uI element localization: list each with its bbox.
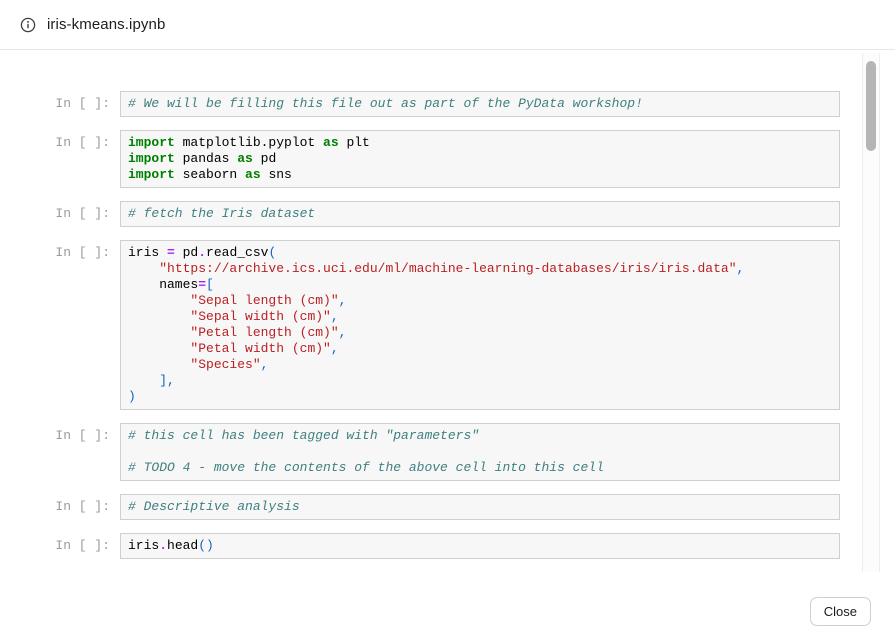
notebook-cell: In [ ]: # We will be filling this file ou… <box>16 91 840 117</box>
cell-input: # this cell has been tagged with "parame… <box>120 423 840 481</box>
info-icon[interactable] <box>20 17 36 33</box>
close-button[interactable]: Close <box>809 597 871 626</box>
dialog-title: iris-kmeans.ipynb <box>47 16 166 33</box>
notebook-cell: In [ ]: # fetch the Iris dataset <box>16 201 840 227</box>
code-line: iris.head() <box>128 538 214 553</box>
scrollbar-thumb[interactable] <box>866 61 876 151</box>
code-line: import seaborn as sns <box>128 167 292 182</box>
code-line: # this cell has been tagged with "parame… <box>128 428 480 443</box>
code-line: import matplotlib.pyplot as plt <box>128 135 370 150</box>
code-line: # fetch the Iris dataset <box>128 206 316 221</box>
code-line: ) <box>128 389 136 404</box>
notebook-cell: In [ ]: iris.head() <box>16 533 840 559</box>
cell-prompt: In [ ]: <box>55 538 110 553</box>
code-line: # TODO 4 - move the contents of the abov… <box>128 460 604 475</box>
scrollbar-track[interactable] <box>862 53 880 572</box>
code-line: names=[ <box>128 277 214 292</box>
cell-prompt: In [ ]: <box>55 96 110 111</box>
code-line <box>128 444 832 460</box>
cell-input: # Descriptive analysis <box>120 494 840 520</box>
notebook-cell: In [ ]: iris = pd.read_csv( "https://arch… <box>16 240 840 410</box>
code-line: "Petal length (cm)", <box>190 325 347 340</box>
notebook-cell: In [ ]: # this cell has been tagged with … <box>16 423 840 481</box>
cell-prompt: In [ ]: <box>55 245 110 260</box>
cell-prompt: In [ ]: <box>55 499 110 514</box>
dialog-header: iris-kmeans.ipynb <box>0 0 895 50</box>
code-line: "Species", <box>190 357 269 372</box>
notebook-cells: In [ ]: # We will be filling this file ou… <box>0 51 895 572</box>
notebook-cell: In [ ]: # Descriptive analysis <box>16 494 840 520</box>
code-line: # We will be filling this file out as pa… <box>128 96 643 111</box>
code-line: iris = pd.read_csv( <box>128 245 277 260</box>
notebook-viewport[interactable]: In [ ]: # We will be filling this file ou… <box>0 51 895 572</box>
code-line: "Sepal width (cm)", <box>190 309 339 324</box>
code-line: "Sepal length (cm)", <box>190 293 347 308</box>
code-line: "https://archive.ics.uci.edu/ml/machine-… <box>159 261 745 276</box>
cell-prompt: In [ ]: <box>55 135 110 150</box>
code-line: import pandas as pd <box>128 151 277 166</box>
code-line: ], <box>159 373 175 388</box>
cell-input: iris.head() <box>120 533 840 559</box>
cell-input: # fetch the Iris dataset <box>120 201 840 227</box>
cell-input: iris = pd.read_csv( "https://archive.ics… <box>120 240 840 410</box>
cell-input: # We will be filling this file out as pa… <box>120 91 840 117</box>
cell-prompt: In [ ]: <box>55 428 110 443</box>
code-line: "Petal width (cm)", <box>190 341 339 356</box>
code-line: # Descriptive analysis <box>128 499 300 514</box>
cell-prompt: In [ ]: <box>55 206 110 221</box>
